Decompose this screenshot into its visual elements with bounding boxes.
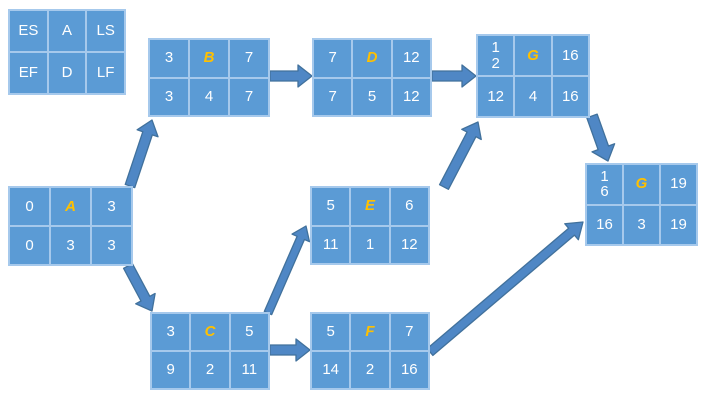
node-cell: 5 bbox=[312, 188, 350, 225]
activity-letter: C bbox=[191, 314, 229, 350]
arrow-D-to-G1 bbox=[431, 64, 477, 88]
node-cell: 7 bbox=[390, 314, 428, 350]
node-cell: 0 bbox=[10, 188, 49, 225]
node-cell: 2 bbox=[351, 352, 389, 388]
arrow-F-to-G2 bbox=[426, 221, 584, 357]
node-cell: 3 bbox=[150, 40, 188, 77]
node-cell: 1 bbox=[351, 226, 389, 263]
node-cell: 4 bbox=[515, 77, 551, 116]
activity-letter: B bbox=[190, 40, 228, 77]
legend-cell: LS bbox=[87, 11, 124, 51]
arrow-E-to-G1 bbox=[438, 121, 482, 190]
node-cell: 5 bbox=[312, 314, 350, 350]
node-cell: 16 bbox=[390, 352, 428, 388]
node-cell: 5 bbox=[230, 314, 268, 350]
node-cell: 16 bbox=[552, 77, 588, 116]
node-cell: 3 bbox=[51, 227, 90, 264]
node-cell: 12 bbox=[392, 78, 430, 115]
node-cell: 9 bbox=[152, 352, 190, 388]
node-cell: 12 bbox=[478, 77, 514, 116]
node-cell: 3 bbox=[150, 78, 188, 115]
node-cell: 6 bbox=[390, 188, 428, 225]
arrow-C-to-F bbox=[269, 338, 311, 362]
node-cell: 1 6 bbox=[587, 165, 622, 204]
activity-letter: G bbox=[515, 36, 551, 75]
node-cell: 7 bbox=[230, 40, 268, 77]
node-cell: 19 bbox=[661, 165, 696, 204]
legend-cell: A bbox=[48, 11, 86, 51]
node-cell: 11 bbox=[230, 352, 268, 388]
arrow-G1-to-G2 bbox=[586, 113, 616, 162]
arrow-A-to-C bbox=[122, 262, 156, 312]
node-cell: 12 bbox=[390, 226, 428, 263]
activity-letter: D bbox=[353, 40, 391, 77]
node-cell: 14 bbox=[312, 352, 350, 388]
node-cell: 16 bbox=[552, 36, 588, 75]
node-cell: 2 bbox=[191, 352, 229, 388]
node-cell: 1 2 bbox=[478, 36, 514, 75]
legend-cell: ES bbox=[10, 11, 47, 51]
activity-letter: E bbox=[351, 188, 389, 225]
activity-letter: A bbox=[51, 188, 90, 225]
legend-cell: LF bbox=[87, 53, 124, 93]
node-cell: 11 bbox=[312, 226, 350, 263]
node-cell: 3 bbox=[92, 188, 131, 225]
arrow-C-to-E bbox=[263, 225, 311, 316]
node-cell: 3 bbox=[624, 205, 659, 244]
node-cell: 3 bbox=[152, 314, 190, 350]
node-cell: 7 bbox=[314, 78, 352, 115]
node-cell: 4 bbox=[190, 78, 228, 115]
node-cell: 12 bbox=[392, 40, 430, 77]
activity-letter: G bbox=[624, 165, 659, 204]
node-cell: 7 bbox=[230, 78, 268, 115]
arrow-A-to-B bbox=[124, 119, 159, 189]
legend-cell: D bbox=[48, 53, 86, 93]
activity-letter: F bbox=[351, 314, 389, 350]
legend-cell: EF bbox=[10, 53, 47, 93]
node-cell: 5 bbox=[353, 78, 391, 115]
node-cell: 3 bbox=[92, 227, 131, 264]
arrow-B-to-D bbox=[269, 64, 313, 88]
node-cell: 0 bbox=[10, 227, 49, 264]
node-cell: 19 bbox=[661, 205, 696, 244]
node-cell: 7 bbox=[314, 40, 352, 77]
node-cell: 16 bbox=[587, 205, 622, 244]
